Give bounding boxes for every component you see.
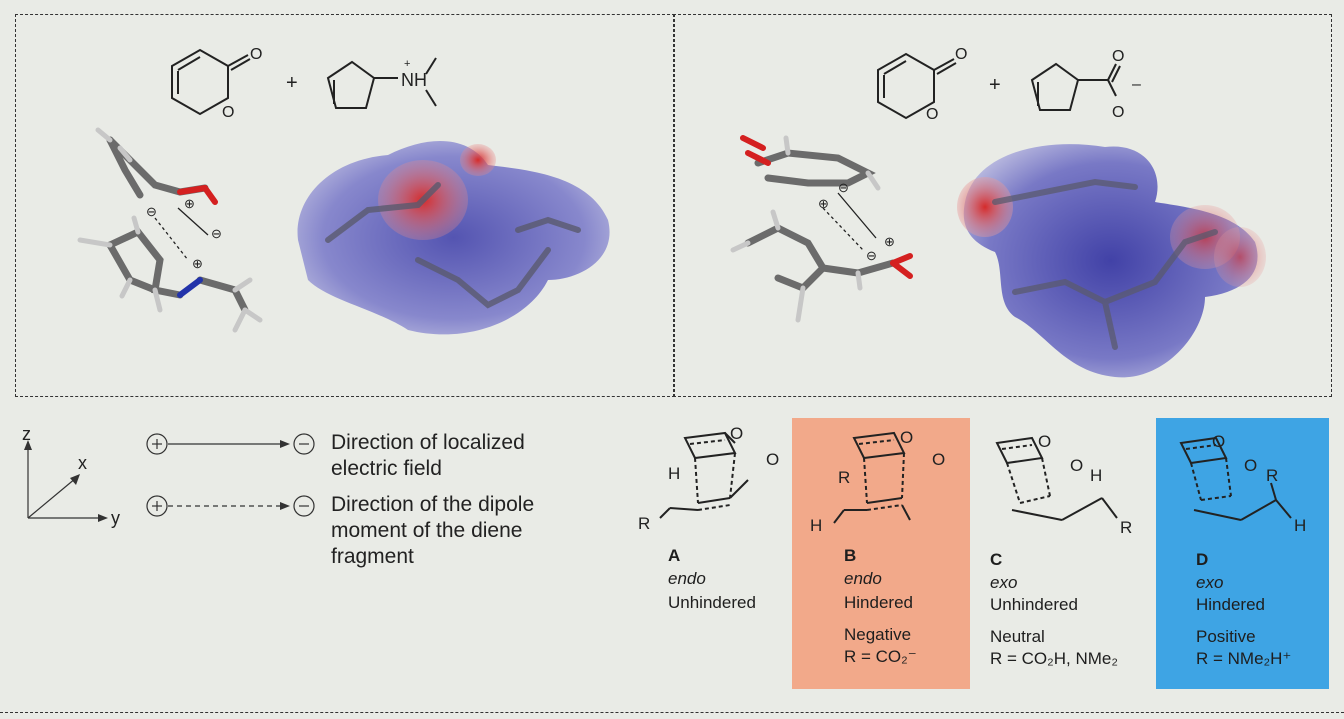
atom-d-r: R [1266,466,1279,485]
structure-b-charge: Negative [844,625,912,644]
structure-a-letter: A [668,546,681,565]
carboxylate-o-bottom: O [1112,104,1125,121]
electrostatic-surface-right [957,144,1266,378]
stick-model-left [77,127,263,333]
atom-c-o2: O [1070,456,1084,475]
axis-z-label: z [22,424,31,444]
structure-d-mode: exo [1196,573,1224,592]
pyrone-left-o-carbonyl: O [250,46,263,63]
dipole-sign-left-2: ⊖ [146,204,157,219]
stick-model-right [730,135,913,323]
atom-b-r: R [838,468,851,487]
structure-d-hindrance: Hindered [1196,595,1265,614]
structure-d-r: R = NMe₂H⁺ [1196,649,1292,668]
bicyclic-structure-b [833,431,911,524]
structure-a-mode: endo [668,569,706,588]
cyclopentene-carboxylate-structure [1030,62,1121,111]
pyrone-right-o-ring: O [926,106,939,123]
bicyclic-structure-a [659,431,749,519]
dipole-sign-left-4: ⊕ [192,256,203,271]
bicyclic-structure-d [1179,436,1292,521]
top-left-panel [15,14,675,397]
atom-b-h: H [810,516,823,535]
structure-c-mode: exo [990,573,1018,592]
structure-c: O O H R C exo Unhindered Neutral R = CO₂… [972,418,1152,688]
dashed-arrow-legend [146,495,315,517]
dipole-sign-right-1: ⊕ [818,196,829,211]
dipole-sign-right-4: ⊕ [884,234,895,249]
pyrone-right-o-carbonyl: O [955,46,968,63]
carboxylate-o-top: O [1112,48,1125,65]
bicyclic-structure-c [995,436,1118,521]
structure-c-r: R = CO₂H, NMe₂ [990,649,1118,668]
structure-b-letter: B [844,546,857,565]
legend-solid-text: Direction of localized electric field [331,430,525,482]
structure-b-hindrance: Hindered [844,593,913,612]
atom-a-o1: O [730,424,744,443]
atom-d-o2: O [1244,456,1258,475]
structure-d-charge: Positive [1196,627,1256,646]
atom-c-r: R [1120,518,1133,537]
atom-a-r: R [638,514,651,533]
structure-b-mode: endo [844,569,882,588]
pyrone-left-structure [171,48,251,116]
plus-sign-left: + [286,72,298,94]
atom-c-o1: O [1038,432,1052,451]
dipole-sign-right-2: ⊖ [838,180,849,195]
amine-nh-label: NH [401,70,427,90]
atom-a-h: H [668,464,681,483]
solid-arrow-legend [146,433,315,455]
pyrone-right-structure [877,52,957,120]
structure-a: H R O O A endo Unhindered [630,418,790,688]
legend-solid-line-2: electric field [331,457,442,480]
electrostatic-surface-left [297,141,610,335]
legend-dashed-line-3: fragment [331,545,414,568]
legend-dashed-line-2: moment of the diene [331,519,523,542]
atom-d-h: H [1294,516,1307,535]
structure-b-r: R = CO₂⁻ [844,647,917,666]
cyclopentene-amine-structure [326,57,437,109]
atom-c-h: H [1090,466,1103,485]
structure-c-hindrance: Unhindered [990,595,1078,614]
structure-c-letter: C [990,550,1003,569]
legend-dashed-line-1: Direction of the dipole [331,493,535,516]
atom-b-o1: O [900,428,914,447]
amine-charge: + [404,58,411,70]
structure-b: R H O O B endo Hindered Negative R = CO₂… [792,418,970,689]
atom-b-o2: O [932,450,946,469]
structure-a-hindrance: Unhindered [668,593,756,612]
carboxylate-charge: – [1132,76,1141,93]
bottom-divider [0,712,1344,713]
top-right-panel [673,14,1332,397]
dipole-sign-right-3: ⊖ [866,248,877,263]
atom-a-o2: O [766,450,780,469]
legend-solid-line-1: Direction of localized [331,431,525,454]
axis-x-label: x [78,453,87,473]
pyrone-left-o-ring: O [222,104,235,121]
structure-c-charge: Neutral [990,627,1045,646]
legend-dashed-text: Direction of the dipole moment of the di… [331,492,534,570]
axis-y-label: y [111,508,120,528]
structure-d-letter: D [1196,550,1209,569]
dipole-sign-left-3: ⊖ [211,226,222,241]
atom-d-o1: O [1212,432,1226,451]
axis-diagram [24,440,108,522]
structure-d: O O R H D exo Hindered Positive R = NMe₂… [1156,418,1329,689]
dipole-sign-left-1: ⊕ [184,196,195,211]
plus-sign-right: + [989,74,1001,96]
